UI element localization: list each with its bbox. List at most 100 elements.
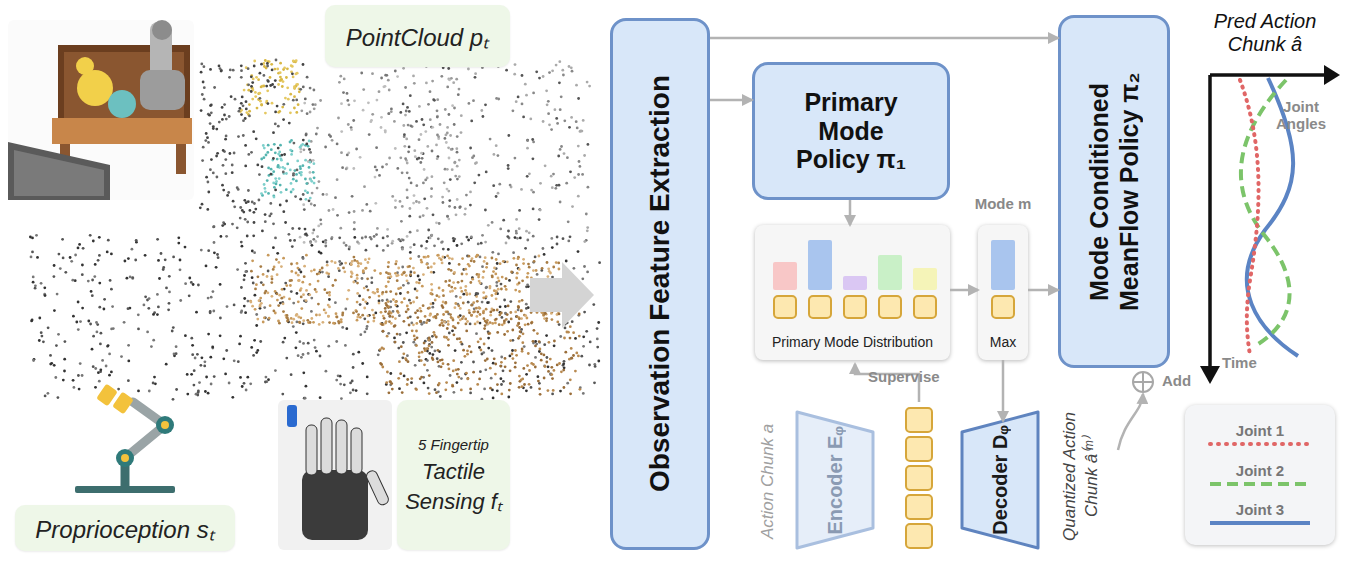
cloud-point — [421, 157, 424, 160]
cloud-point — [240, 286, 243, 289]
cloud-point — [489, 287, 492, 290]
cloud-point — [593, 363, 596, 366]
cloud-point — [328, 294, 331, 297]
cloud-point — [406, 196, 409, 199]
cloud-point — [573, 267, 576, 270]
cloud-point — [343, 383, 346, 386]
cloud-point — [388, 277, 391, 280]
cloud-point — [328, 306, 331, 309]
cloud-point — [521, 378, 524, 381]
cloud-point — [309, 178, 312, 181]
cloud-point — [502, 260, 505, 263]
cloud-point — [94, 263, 97, 266]
cloud-point — [53, 364, 56, 367]
cloud-point — [566, 382, 569, 385]
cloud-point — [374, 312, 377, 315]
cloud-point — [451, 385, 454, 388]
cloud-point — [412, 323, 415, 326]
cloud-point — [402, 341, 405, 344]
cloud-point — [325, 193, 328, 196]
cloud-point — [378, 300, 381, 303]
cloud-point — [372, 320, 375, 323]
cloud-point — [457, 281, 460, 284]
cloud-point — [401, 248, 404, 251]
cloud-point — [56, 293, 59, 296]
cloud-point — [476, 254, 479, 257]
cloud-point — [363, 317, 366, 320]
cloud-point — [320, 223, 323, 226]
cloud-point — [543, 312, 546, 315]
cloud-point — [551, 377, 554, 380]
cloud-point — [406, 305, 409, 308]
cloud-point — [456, 373, 459, 376]
cloud-point — [530, 386, 533, 389]
cloud-point — [200, 249, 203, 252]
cloud-point — [448, 78, 451, 81]
cloud-point — [394, 272, 397, 275]
cloud-point — [579, 165, 582, 168]
cloud-point — [559, 148, 562, 151]
cloud-point — [384, 85, 387, 88]
cloud-point — [423, 321, 426, 324]
cloud-point — [482, 115, 485, 118]
cloud-point — [267, 270, 270, 273]
cloud-point — [566, 321, 569, 324]
cloud-point — [515, 232, 518, 235]
cloud-point — [330, 260, 333, 263]
cloud-point — [464, 285, 467, 288]
cloud-point — [250, 270, 253, 273]
cloud-point — [300, 296, 303, 299]
cloud-point — [502, 380, 505, 383]
cloud-point — [431, 341, 434, 344]
cloud-point — [388, 320, 391, 323]
cloud-point — [563, 337, 566, 340]
cloud-point — [310, 140, 313, 143]
cloud-point — [62, 379, 65, 382]
cloud-point — [459, 205, 462, 208]
cloud-point — [204, 390, 207, 393]
cloud-point — [459, 296, 462, 299]
cloud-point — [376, 290, 379, 293]
cloud-point — [285, 316, 288, 319]
cloud-point — [497, 253, 500, 256]
cloud-point — [402, 124, 405, 127]
cloud-point — [384, 131, 387, 134]
cloud-point — [406, 189, 409, 192]
cloud-point — [577, 195, 580, 198]
cloud-point — [430, 187, 433, 190]
cloud-point — [64, 340, 67, 343]
cloud-point — [465, 330, 468, 333]
cloud-point — [525, 94, 528, 97]
cloud-point — [369, 236, 372, 239]
cloud-point — [393, 341, 396, 344]
cloud-point — [500, 365, 503, 368]
cloud-point — [494, 322, 497, 325]
cloud-point — [409, 273, 412, 276]
cloud-point — [71, 279, 74, 282]
cloud-point — [484, 241, 487, 244]
cloud-point — [505, 277, 508, 280]
cloud-point — [445, 134, 448, 137]
cloud-point — [314, 103, 317, 106]
cloud-point — [346, 167, 349, 170]
cloud-point — [402, 284, 405, 287]
cloud-point — [389, 383, 392, 386]
cloud-point — [456, 165, 459, 168]
cloud-point — [253, 339, 256, 342]
cloud-point — [368, 257, 371, 260]
cloud-point — [157, 259, 160, 262]
cloud-point — [205, 265, 208, 268]
cloud-point — [165, 363, 168, 366]
cloud-point — [422, 152, 425, 155]
cloud-point — [30, 256, 33, 259]
cloud-point — [414, 311, 417, 314]
cloud-point — [481, 301, 484, 304]
cloud-point — [302, 353, 305, 356]
cloud-point — [347, 123, 350, 126]
cloud-point — [407, 150, 410, 153]
cloud-point — [440, 322, 443, 325]
cloud-point — [586, 229, 589, 232]
cloud-point — [385, 285, 388, 288]
cloud-point — [406, 378, 409, 381]
cloud-point — [288, 298, 291, 301]
